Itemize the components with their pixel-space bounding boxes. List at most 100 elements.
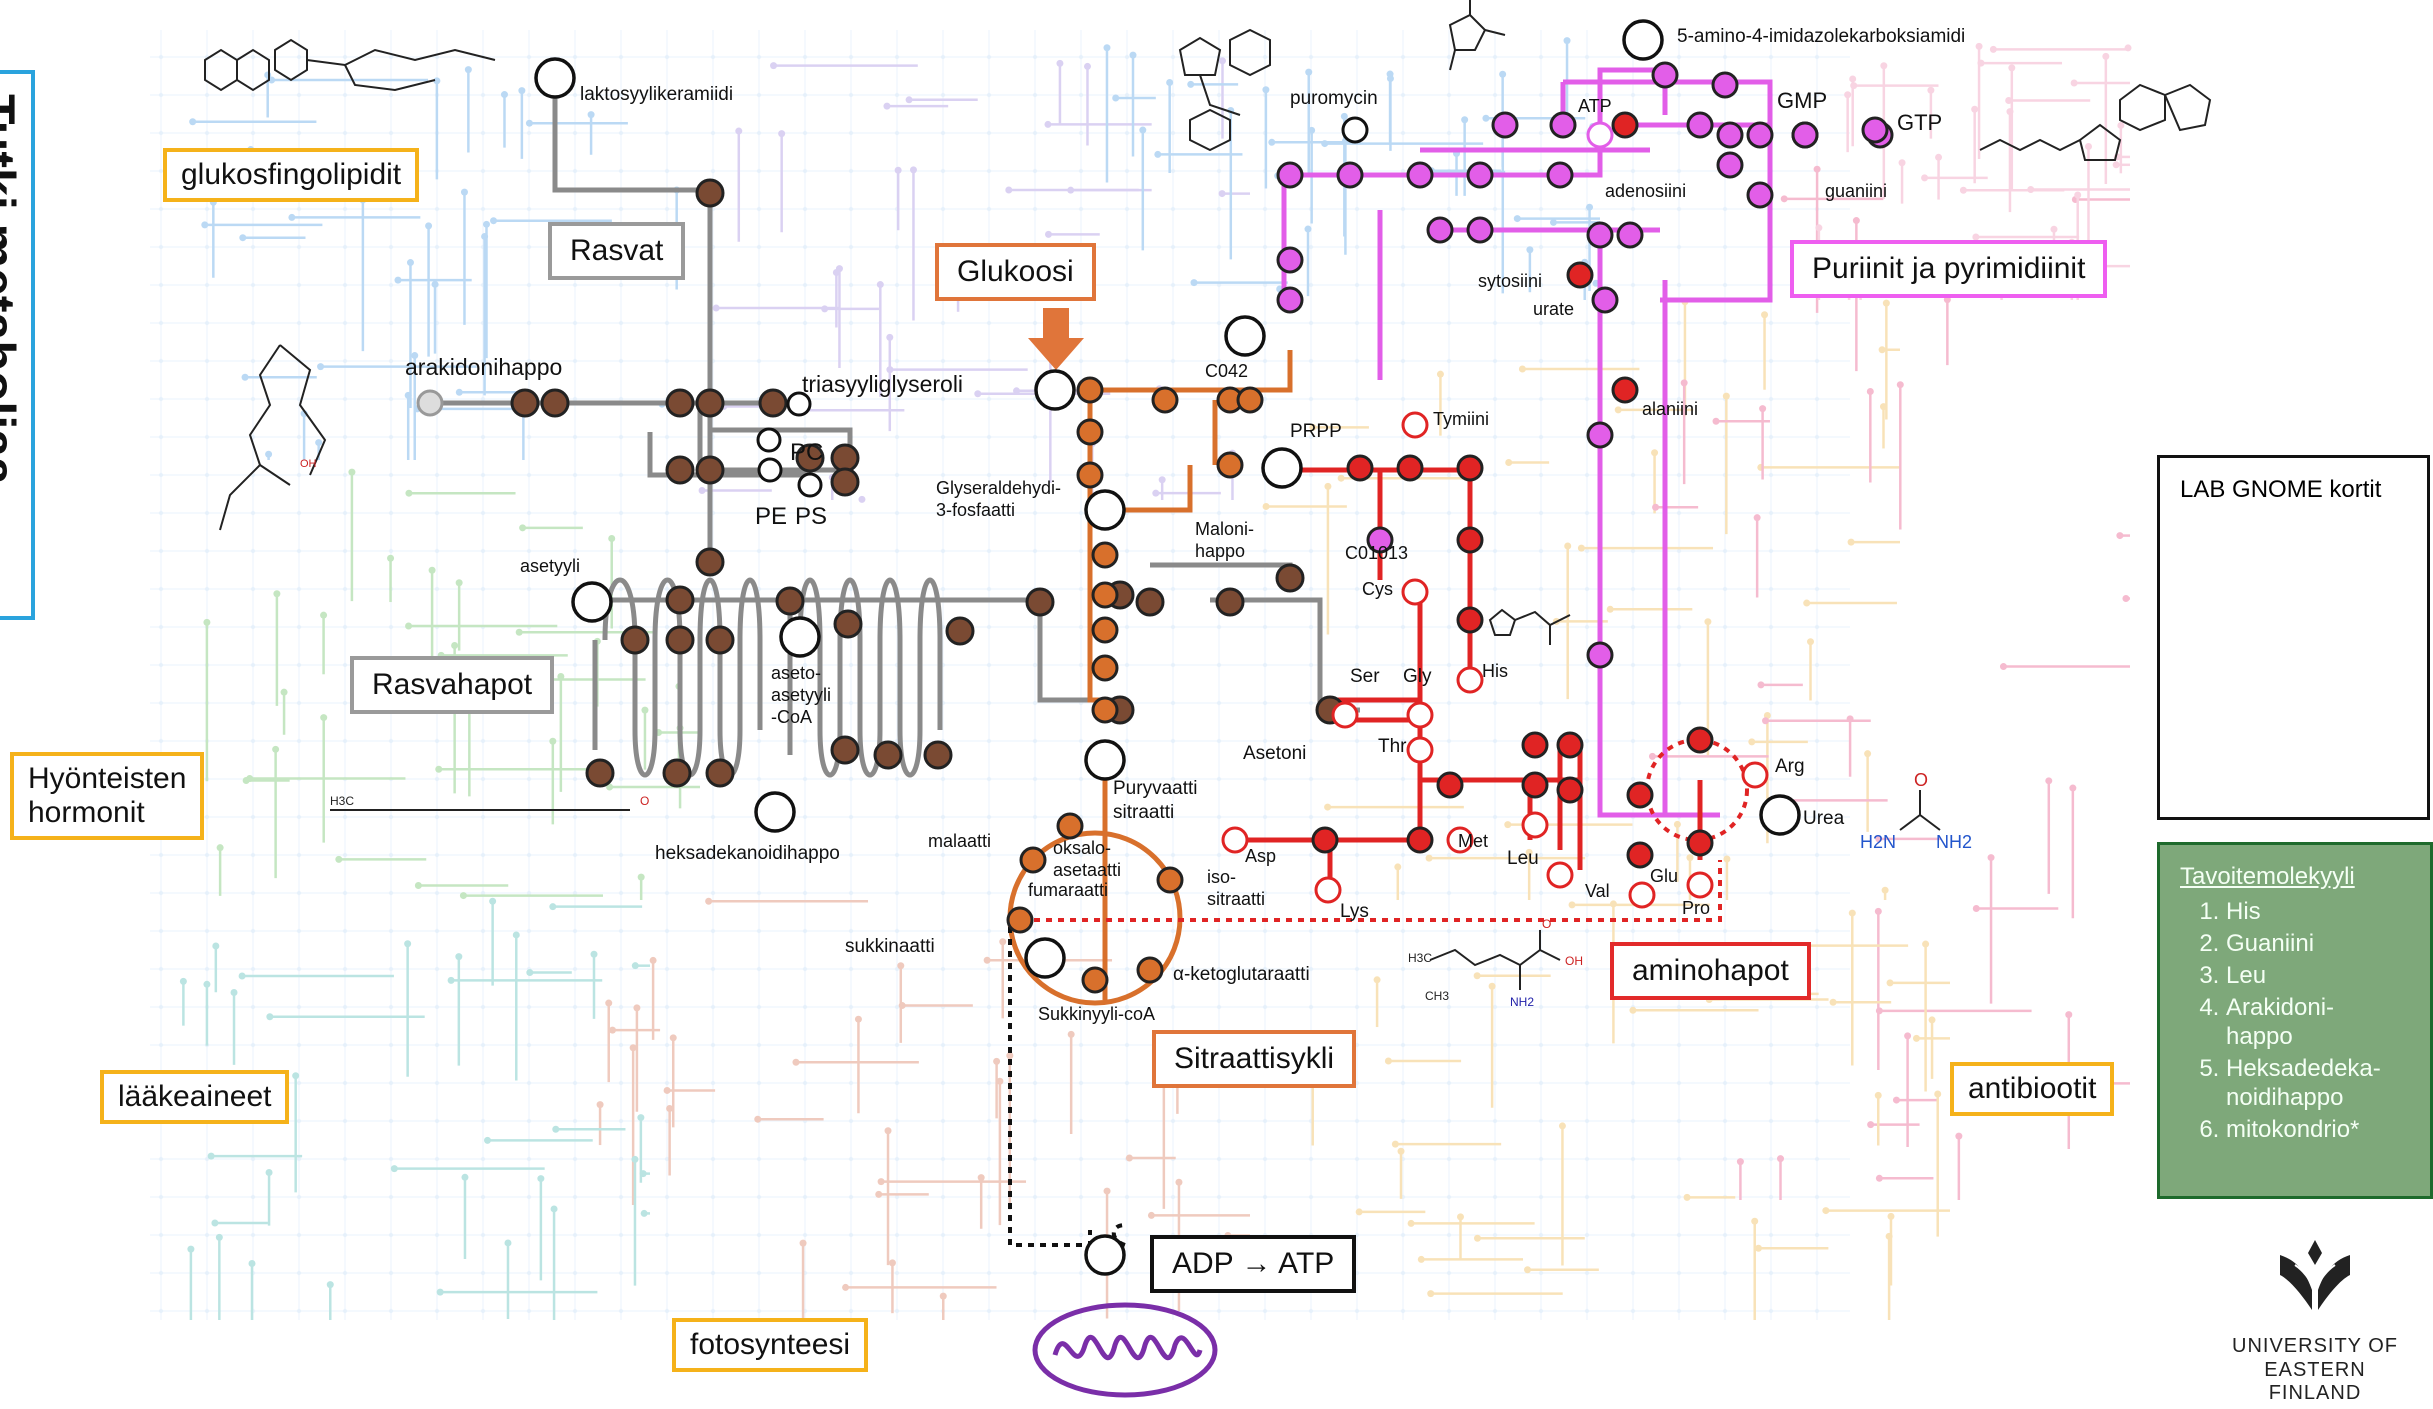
bg-node: [187, 1245, 195, 1253]
label-succinate: sukkinaatti: [845, 936, 935, 957]
metabolite-node: [1406, 736, 1434, 764]
metabolite-node: [1456, 606, 1484, 634]
category-photosynthesis: fotosynteesi: [672, 1318, 869, 1372]
metabolite-node: [1686, 829, 1714, 857]
bg-node: [1187, 80, 1195, 88]
bg-node: [587, 111, 595, 119]
bg-node: [1629, 1006, 1637, 1014]
bg-node: [455, 388, 463, 396]
metabolite-node: [756, 427, 782, 453]
bg-node: [1683, 1193, 1691, 1201]
metabolite-node: [1746, 121, 1774, 149]
metabolite-node: [1626, 781, 1654, 809]
bg-node: [1971, 105, 1979, 113]
bg-node: [1609, 900, 1617, 908]
metabolite-node: [1446, 826, 1474, 854]
bg-node: [2069, 784, 2077, 792]
metabolite-node: [945, 616, 975, 646]
target-item: Leu: [2226, 961, 2410, 990]
bg-node: [1712, 417, 1720, 425]
bg-node: [1748, 738, 1756, 746]
label-c042: C042: [1205, 361, 1249, 381]
bg-node: [1175, 1178, 1183, 1186]
bg-node: [637, 1114, 645, 1122]
bg-node: [641, 706, 649, 714]
label-c01013: C01013: [1345, 543, 1409, 563]
bg-node: [1815, 224, 1823, 232]
metabolite-node: [1341, 116, 1369, 144]
vertical-title-strip: Tutki metaboliaa: [0, 70, 35, 620]
bg-node: [2084, 143, 2092, 151]
metabolite-node: [1346, 454, 1374, 482]
metabolite-node: [1401, 411, 1429, 439]
label-pe: PE: [755, 503, 788, 530]
metabolite-node: [1466, 161, 1494, 189]
metabolite-node: [1586, 221, 1614, 249]
bg-node: [405, 622, 413, 630]
bg-node: [1852, 217, 1860, 225]
metabolite-node: [1622, 19, 1664, 61]
group-label: Glukoosi: [957, 255, 1074, 288]
bg-node: [1473, 1234, 1481, 1242]
label-urea: Urea: [1803, 808, 1845, 829]
metabolite-node: [1084, 739, 1126, 781]
bg-node: [207, 1152, 215, 1160]
bg-node: [666, 1104, 674, 1112]
bg-node: [1777, 1155, 1785, 1163]
bg-node: [435, 765, 443, 773]
bg-node: [320, 611, 328, 619]
label-citrate: sitraatti: [1113, 802, 1175, 823]
metabolite-node: [1084, 1234, 1126, 1276]
bg-node: [1880, 403, 1888, 411]
lab-gnome-card: LAB GNOME kortit: [2157, 455, 2430, 820]
metabolite-node: [1586, 121, 1614, 149]
lab-card-title: LAB GNOME kortit: [2180, 476, 2382, 503]
label-triacylglycerol: triasyyliglyseroli: [802, 371, 964, 397]
bg-node: [1886, 979, 1894, 987]
bg-node: [464, 66, 472, 74]
metabolite-node: [1081, 966, 1109, 994]
bg-node: [460, 188, 468, 196]
metabolite-node: [1456, 526, 1484, 554]
bg-node: [461, 1173, 469, 1181]
bg-node: [455, 579, 463, 587]
bg-node: [1751, 1217, 1759, 1225]
molecule-sketches: OH H3C CH3 O OH NH2: [204, 0, 2212, 1009]
bg-node: [1190, 279, 1198, 287]
label-thymine: Tymiini: [1433, 409, 1490, 429]
bg-node: [1875, 1174, 1883, 1182]
bg-node: [1686, 854, 1694, 862]
metabolite-node: [695, 388, 725, 418]
bg-node: [770, 62, 778, 70]
bg-node: [1606, 605, 1614, 613]
metabolite-node: [1556, 776, 1584, 804]
bg-node: [1874, 1091, 1882, 1099]
bg-node: [1849, 75, 1857, 83]
bg-node: [264, 71, 272, 79]
bg-node: [489, 897, 497, 905]
bg-node: [1887, 1212, 1895, 1220]
bg-node: [1355, 1208, 1363, 1216]
metabolite-node: [1586, 421, 1614, 449]
metabolite-node: [1091, 541, 1119, 569]
metabolite-node: [665, 388, 695, 418]
bg-node: [649, 956, 657, 964]
bg-node: [212, 942, 220, 950]
group-label: Sitraattisykli: [1174, 1042, 1335, 1075]
metabolite-node: [1436, 771, 1464, 799]
group-fats: Rasvat: [548, 222, 686, 280]
bg-node: [425, 222, 433, 230]
bg-node: [1866, 387, 1874, 395]
bg-node: [1304, 225, 1312, 233]
metabolite-node: [1084, 489, 1126, 531]
metabolite-node: [1616, 221, 1644, 249]
bg-node: [447, 976, 455, 984]
bg-node: [1125, 1154, 1133, 1162]
bg-node: [1614, 406, 1622, 414]
bg-node: [549, 737, 557, 745]
bg-node: [1305, 68, 1313, 76]
label-gtp: GTP: [1897, 110, 1943, 135]
metabolite-node: [786, 391, 812, 417]
bg-node: [348, 468, 356, 476]
bg-node: [1673, 820, 1681, 828]
